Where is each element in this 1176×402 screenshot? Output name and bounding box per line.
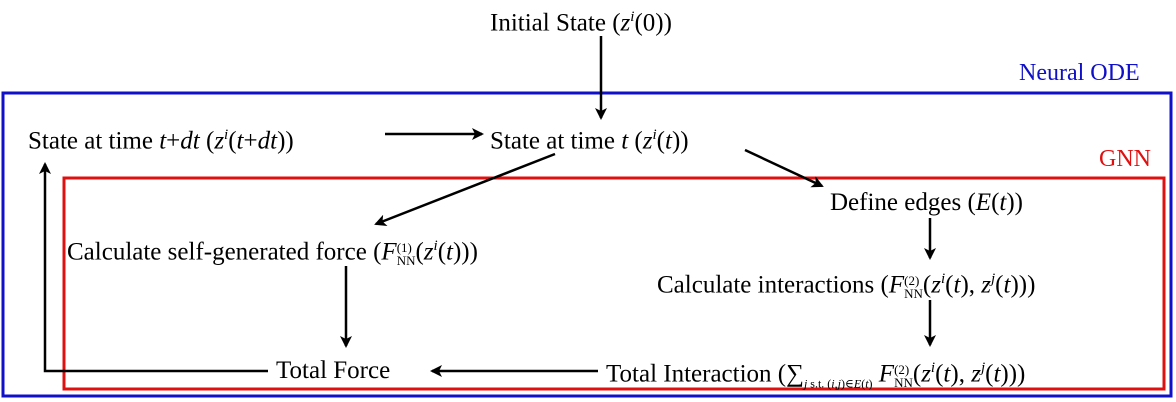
state-t-node: State at time t (zi(t)) (490, 127, 689, 155)
state-t-label: State at time (490, 127, 615, 155)
neural-ode-label: Neural ODE (1019, 60, 1140, 86)
arrow-state-t-to-self-force (374, 152, 556, 226)
arrow-total-force-to-state-tdt (39, 162, 268, 373)
initial-state-label: Initial State (490, 9, 606, 37)
define-edges-label: Define edges (830, 189, 962, 216)
define-edges-node: Define edges (E(t)) (830, 189, 1023, 216)
initial-state-node: Initial State (zi(0)) (490, 9, 672, 37)
gnn-box (62, 176, 1166, 391)
interactions-label: Calculate interactions (657, 271, 875, 299)
self-force-label: Calculate self-generated force (67, 238, 367, 266)
state-tdt-label: State at time (28, 127, 153, 155)
self-force-node: Calculate self-generated force (F(1)NN(z… (67, 238, 478, 268)
total-interaction-label: Total Interaction (606, 360, 772, 388)
interactions-node: Calculate interactions (F(2)NN(zi(t), zj… (657, 271, 1036, 301)
total-force-node: Total Force (276, 356, 390, 386)
state-tdt-node: State at time t+dt (zi(t+dt)) (28, 127, 294, 155)
arrow-state-t-to-define-edges (744, 148, 824, 188)
gnn-label: GNN (1099, 146, 1151, 172)
neural-ode-box (1, 91, 1173, 398)
total-interaction-node: Total Interaction (∑j s.t. (i,j)∈E(t) F(… (606, 360, 1026, 391)
total-force-label: Total Force (276, 357, 391, 384)
